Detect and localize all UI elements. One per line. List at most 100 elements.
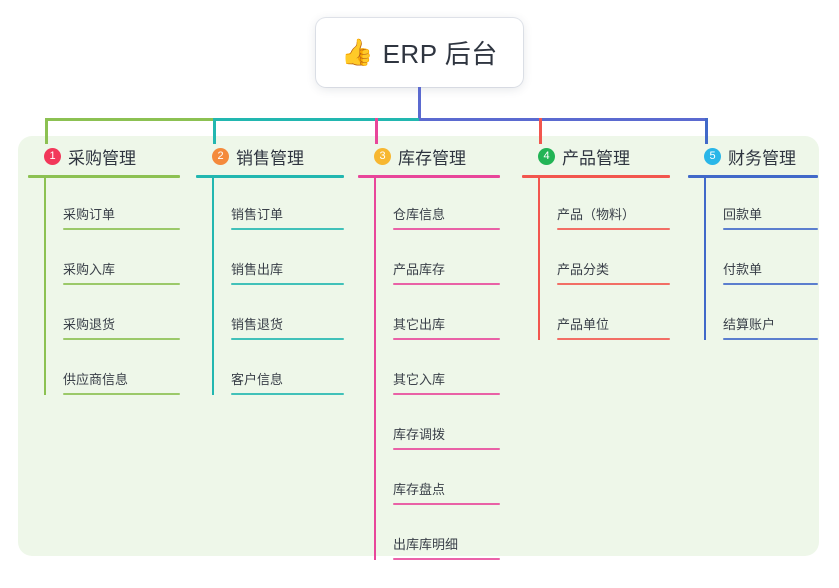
leaf-underline xyxy=(723,283,818,285)
branch-number-badge: 2 xyxy=(212,147,229,165)
leaf-label: 其它出库 xyxy=(393,317,446,332)
leaf-item[interactable]: 其它出库 xyxy=(374,285,500,340)
leaf-underline xyxy=(63,283,180,285)
leaf-label: 付款单 xyxy=(723,262,763,277)
branch-number-badge: 3 xyxy=(374,147,391,165)
branch-stem-4 xyxy=(539,118,542,144)
leaf-item[interactable]: 库存调拨 xyxy=(374,395,500,450)
leaf-item[interactable]: 产品单位 xyxy=(538,285,670,340)
leaf-item[interactable]: 其它入库 xyxy=(374,340,500,395)
leaf-underline xyxy=(231,338,344,340)
leaf-label: 供应商信息 xyxy=(63,372,129,387)
branch-column-4: 4 产品管理产品（物料） 产品分类产品单位 xyxy=(522,144,670,340)
leaf-item[interactable]: 回款单 xyxy=(704,178,818,230)
branch-stem-3 xyxy=(375,118,378,144)
leaf-underline xyxy=(557,338,670,340)
leaf-underline xyxy=(393,283,500,285)
leaf-list: 销售订单销售出库销售退货客户信息 xyxy=(196,178,344,395)
leaf-item[interactable]: 产品分类 xyxy=(538,230,670,285)
leaf-label: 库存盘点 xyxy=(393,482,446,497)
leaf-label: 采购订单 xyxy=(63,207,116,222)
leaf-label: 出库库明细 xyxy=(393,537,459,552)
branch-header-财务管理[interactable]: 5 财务管理 xyxy=(688,144,818,168)
leaf-underline xyxy=(231,393,344,395)
branch-label: 财务管理 xyxy=(728,148,796,168)
root-node[interactable]: 👍 ERP 后台 xyxy=(316,18,523,87)
leaf-item[interactable]: 销售退货 xyxy=(212,285,344,340)
leaf-underline xyxy=(557,283,670,285)
leaf-item[interactable]: 出库库明细 xyxy=(374,505,500,560)
leaf-item[interactable]: 采购入库 xyxy=(44,230,180,285)
branch-number-badge: 5 xyxy=(704,147,721,165)
leaf-label: 采购入库 xyxy=(63,262,116,277)
leaf-label: 采购退货 xyxy=(63,317,116,332)
leaf-spine xyxy=(44,178,46,395)
leaf-item[interactable]: 结算账户 xyxy=(704,285,818,340)
branch-column-5: 5 财务管理回款单付款单结算账户 xyxy=(688,144,818,340)
leaf-underline xyxy=(231,283,344,285)
root-title: ERP 后台 xyxy=(382,39,498,69)
branch-label: 销售管理 xyxy=(236,148,304,168)
branch-label: 产品管理 xyxy=(562,148,630,168)
leaf-spine xyxy=(704,178,706,340)
leaf-label: 仓库信息 xyxy=(393,207,446,222)
leaf-item[interactable]: 客户信息 xyxy=(212,340,344,395)
leaf-spine xyxy=(374,178,376,560)
branch-header-销售管理[interactable]: 2 销售管理 xyxy=(196,144,344,168)
leaf-label: 回款单 xyxy=(723,207,763,222)
leaf-item[interactable]: 采购订单 xyxy=(44,178,180,230)
leaf-spine xyxy=(538,178,540,340)
branch-header-产品管理[interactable]: 4 产品管理 xyxy=(522,144,670,168)
leaf-label: 产品分类 xyxy=(557,262,610,277)
leaf-underline xyxy=(723,338,818,340)
branch-stem-5 xyxy=(705,118,708,144)
leaf-item[interactable]: 采购退货 xyxy=(44,285,180,340)
leaf-label: 产品单位 xyxy=(557,317,610,332)
connector-bus-segment xyxy=(213,118,422,121)
connector-bus-segment xyxy=(45,118,216,121)
leaf-label: 销售出库 xyxy=(231,262,284,277)
leaf-item[interactable]: 产品库存 xyxy=(374,230,500,285)
leaf-underline xyxy=(723,228,818,230)
leaf-underline xyxy=(63,393,180,395)
branch-column-3: 3 库存管理仓库信息产品库存其它出库其它入库库存调拨库存盘点出库库明细 xyxy=(358,144,500,560)
branch-underline xyxy=(522,175,670,178)
leaf-label: 其它入库 xyxy=(393,372,446,387)
leaf-underline xyxy=(393,503,500,505)
leaf-underline xyxy=(63,338,180,340)
branch-stem-2 xyxy=(213,118,216,144)
leaf-label: 库存调拨 xyxy=(393,427,446,442)
leaf-item[interactable]: 仓库信息 xyxy=(374,178,500,230)
branch-label: 库存管理 xyxy=(398,148,466,168)
leaf-label: 销售退货 xyxy=(231,317,284,332)
leaf-underline xyxy=(393,228,500,230)
leaf-list: 仓库信息产品库存其它出库其它入库库存调拨库存盘点出库库明细 xyxy=(358,178,500,560)
leaf-item[interactable]: 销售订单 xyxy=(212,178,344,230)
branch-stem-1 xyxy=(45,118,48,144)
leaf-underline xyxy=(231,228,344,230)
leaf-item[interactable]: 产品（物料） xyxy=(538,178,670,230)
leaf-list: 回款单付款单结算账户 xyxy=(688,178,818,340)
leaf-underline xyxy=(393,393,500,395)
leaf-label: 结算账户 xyxy=(723,317,776,332)
branch-number-badge: 4 xyxy=(538,147,555,165)
leaf-underline xyxy=(393,338,500,340)
leaf-item[interactable]: 库存盘点 xyxy=(374,450,500,505)
branch-underline xyxy=(28,175,180,178)
leaf-item[interactable]: 供应商信息 xyxy=(44,340,180,395)
leaf-item[interactable]: 销售出库 xyxy=(212,230,344,285)
leaf-item[interactable]: 付款单 xyxy=(704,230,818,285)
branch-underline xyxy=(358,175,500,178)
branch-column-2: 2 销售管理销售订单销售出库销售退货客户信息 xyxy=(196,144,344,395)
leaf-list: 采购订单采购入库采购退货供应商信息 xyxy=(28,178,180,395)
branch-header-库存管理[interactable]: 3 库存管理 xyxy=(358,144,500,168)
thumbs-up-icon: 👍 xyxy=(341,37,374,68)
mindmap-background-panel xyxy=(18,136,819,556)
leaf-label: 销售订单 xyxy=(231,207,284,222)
leaf-underline xyxy=(63,228,180,230)
branch-underline xyxy=(688,175,818,178)
branch-label: 采购管理 xyxy=(68,148,136,168)
